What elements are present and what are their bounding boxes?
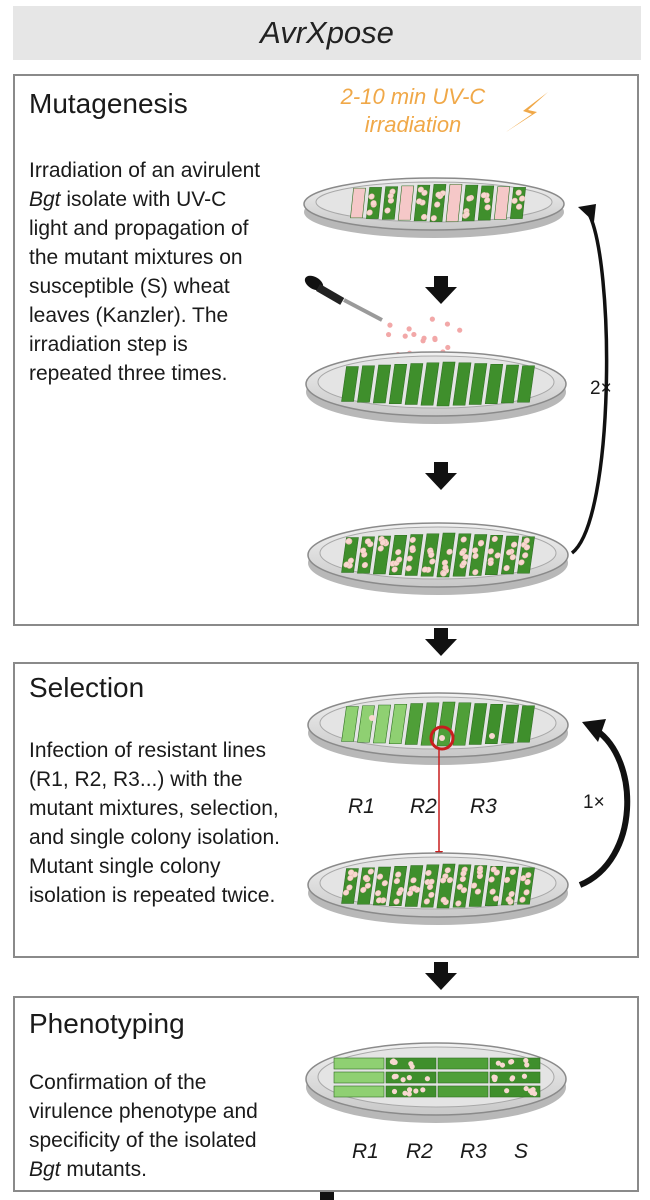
selection-label-r3: R3	[470, 795, 497, 818]
selection-description: Infection of resistant lines (R1, R2, R3…	[29, 739, 280, 907]
mutagenesis-text-a: Irradiation of an avirulent	[29, 159, 261, 182]
down-arrow-icon	[320, 1192, 334, 1200]
mutagenesis-text-italic: Bgt	[29, 188, 61, 211]
phenotyping-label-r1: R1	[352, 1140, 379, 1163]
selection-label-r2: R2	[410, 795, 437, 818]
mutagenesis-title: Mutagenesis	[29, 88, 188, 119]
selection-panel: Selection Infection of resistant lines (…	[13, 662, 639, 958]
uv-irradiation-label: 2-10 min UV-C irradiation	[340, 84, 486, 137]
selection-title: Selection	[29, 672, 145, 703]
phenotyping-text-a: Confirmation of the virulence phenotype …	[29, 1071, 258, 1152]
phenotyping-text-italic: Bgt	[29, 1158, 61, 1181]
phenotyping-description: Confirmation of the virulence phenotype …	[29, 1068, 279, 1184]
repeat-label-2x: 2×	[590, 378, 612, 399]
phenotyping-panel: Phenotyping Confirmation of the virulenc…	[13, 996, 639, 1192]
mutagenesis-description: Irradiation of an avirulent Bgt isolate …	[29, 156, 269, 388]
phenotyping-title: Phenotyping	[29, 1008, 185, 1039]
phenotyping-text-b: mutants.	[60, 1158, 147, 1181]
phenotyping-label-r2: R2	[406, 1140, 433, 1163]
down-arrow-icon	[425, 628, 457, 656]
selection-label-r1: R1	[348, 795, 375, 818]
mutagenesis-text-b: isolate with UV-C light and propagation …	[29, 188, 249, 385]
page-title: AvrXpose	[260, 15, 394, 50]
down-arrow-icon	[425, 962, 457, 990]
mutagenesis-panel: Mutagenesis Irradiation of an avirulent …	[13, 74, 639, 626]
phenotyping-label-r3: R3	[460, 1140, 487, 1163]
repeat-label-1x: 1×	[583, 792, 605, 813]
phenotyping-label-s: S	[514, 1140, 529, 1163]
title-bar: AvrXpose	[13, 6, 641, 60]
